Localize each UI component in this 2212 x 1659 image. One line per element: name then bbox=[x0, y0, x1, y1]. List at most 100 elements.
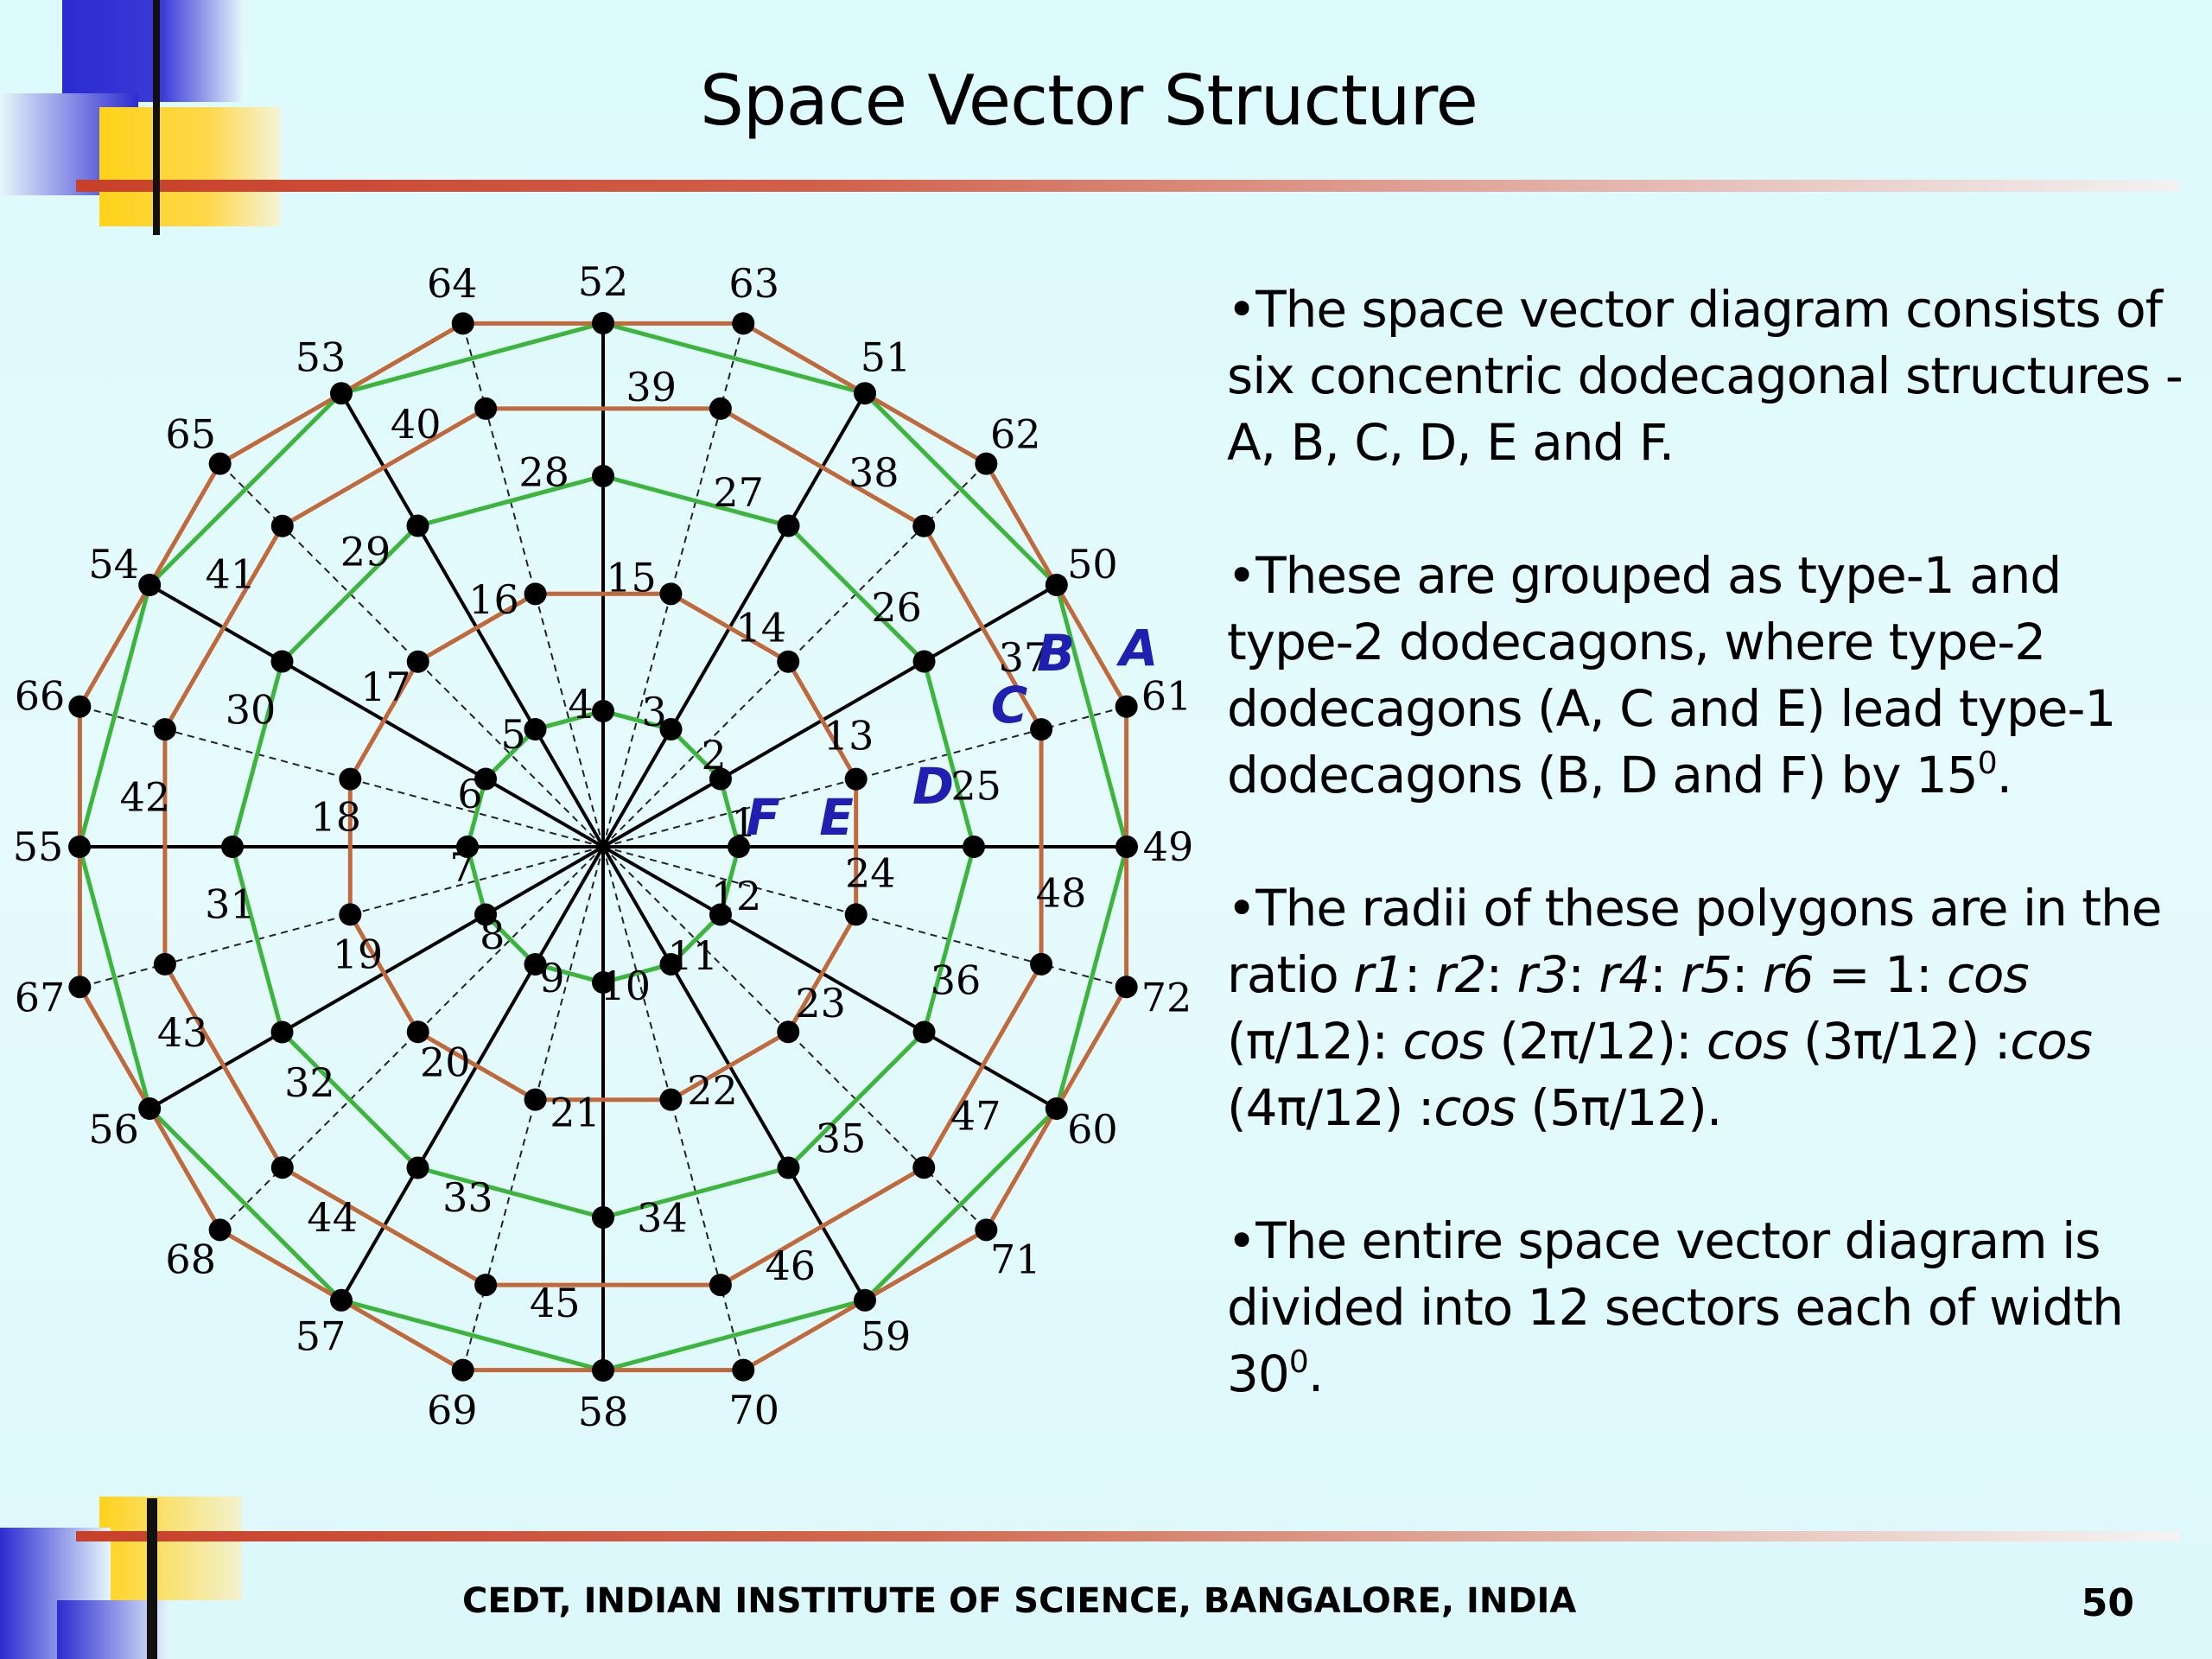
dodecagon-label-c: C bbox=[991, 676, 1028, 734]
vertex-label: 11 bbox=[668, 932, 719, 979]
vertex-dot bbox=[777, 1156, 800, 1179]
vertex-dot bbox=[592, 700, 614, 722]
vertex-dot bbox=[912, 1020, 936, 1044]
p3-s2: : bbox=[1485, 945, 1517, 1004]
vertex-dot bbox=[592, 1206, 614, 1229]
vertex-dot bbox=[709, 903, 732, 926]
vertex-dot bbox=[728, 836, 750, 858]
vertex-label: 60 bbox=[1067, 1106, 1118, 1153]
page-title: Space Vector Structure bbox=[700, 60, 1478, 141]
p3-a2: (2π/12): bbox=[1484, 1012, 1707, 1071]
vertex-label: 29 bbox=[340, 528, 391, 575]
vertex-dot bbox=[406, 650, 429, 673]
vertex-dot bbox=[1045, 1097, 1068, 1120]
vertex-dot bbox=[474, 903, 498, 926]
p3-r4: r4 bbox=[1599, 945, 1650, 1004]
vertex-dot bbox=[474, 397, 498, 420]
vertex-label: 67 bbox=[15, 975, 66, 1021]
vertex-dot bbox=[138, 574, 162, 596]
vertex-dot bbox=[524, 582, 547, 606]
vertex-dot bbox=[777, 650, 800, 673]
vertex-dot bbox=[912, 1156, 936, 1179]
footer-blue-block-2 bbox=[57, 1600, 169, 1659]
vertex-label: 63 bbox=[728, 260, 779, 307]
vertex-label: 1 bbox=[731, 799, 756, 846]
vertex-dot bbox=[270, 1156, 294, 1179]
vertex-label: 59 bbox=[861, 1313, 912, 1359]
vertex-label: 5 bbox=[501, 711, 526, 758]
vertex-dot bbox=[1030, 952, 1053, 976]
vertex-dot bbox=[138, 1097, 162, 1120]
text-panel: •The space vector diagram consists of si… bbox=[1227, 276, 2186, 1474]
vertex-dot bbox=[330, 382, 353, 405]
vertex-label: 7 bbox=[449, 844, 474, 891]
vertex-dot bbox=[270, 514, 294, 537]
vertex-dot bbox=[208, 1218, 232, 1242]
vertex-label: 65 bbox=[165, 411, 216, 458]
vertex-dot bbox=[777, 1020, 800, 1044]
vertex-label: 24 bbox=[845, 850, 896, 897]
vertex-dot bbox=[709, 767, 732, 791]
vertex-dot bbox=[844, 903, 868, 926]
vertex-label: 20 bbox=[420, 1039, 471, 1086]
vertex-label: 51 bbox=[861, 334, 912, 381]
vertex-label: 2 bbox=[702, 732, 727, 779]
header-decoration bbox=[0, 0, 2180, 235]
vertex-dot bbox=[659, 582, 683, 606]
vertex-dot bbox=[1030, 718, 1053, 741]
vertex-label: 17 bbox=[360, 664, 411, 710]
vertex-label: 36 bbox=[931, 957, 982, 1004]
vertex-dot bbox=[270, 650, 294, 673]
vertex-dot bbox=[709, 397, 732, 420]
vertex-label: 46 bbox=[766, 1243, 817, 1289]
vertex-dots bbox=[68, 312, 1138, 1382]
vertex-label: 68 bbox=[165, 1236, 216, 1282]
paragraph-3: •The radii of these polygons are in the … bbox=[1227, 875, 2186, 1141]
vertex-label: 12 bbox=[711, 873, 762, 919]
vertex-dot bbox=[1045, 574, 1068, 596]
p3-cos5: cos bbox=[1433, 1078, 1516, 1137]
p3-r6: r6 bbox=[1762, 945, 1815, 1004]
vertex-label: 61 bbox=[1141, 672, 1192, 719]
paragraph-1: •The space vector diagram consists of si… bbox=[1227, 280, 2183, 472]
vertex-label: 27 bbox=[713, 469, 764, 516]
deco-vertical-bar bbox=[153, 0, 160, 235]
vertex-dot bbox=[524, 718, 547, 741]
vertex-dot bbox=[451, 312, 474, 335]
vertex-label: 55 bbox=[13, 823, 64, 870]
vertex-dot bbox=[659, 1088, 683, 1111]
p3-a1: (π/12): bbox=[1227, 1012, 1403, 1071]
vertex-dot bbox=[854, 1288, 876, 1312]
vertex-dot bbox=[1115, 695, 1138, 718]
page-number: 50 bbox=[2081, 1581, 2134, 1625]
vertex-dot bbox=[975, 1218, 998, 1242]
vertex-label: 18 bbox=[310, 794, 361, 841]
footer-institution: CEDT, INDIAN INSTITUTE OF SCIENCE, BANGA… bbox=[462, 1581, 1577, 1621]
vertex-dot bbox=[709, 1274, 732, 1297]
vertex-label: 71 bbox=[990, 1236, 1041, 1282]
vertex-label: 4 bbox=[569, 681, 594, 728]
footer-blue-block bbox=[0, 1528, 111, 1659]
solid-spoke bbox=[601, 392, 867, 848]
solid-spoke bbox=[149, 583, 604, 849]
vertex-label: 49 bbox=[1143, 823, 1194, 870]
vertex-label: 52 bbox=[578, 258, 629, 305]
vertex-label: 53 bbox=[296, 334, 346, 381]
vertex-label: 3 bbox=[641, 689, 666, 735]
dodecagon-label-b: B bbox=[1037, 624, 1075, 683]
vertex-label: 48 bbox=[1036, 870, 1087, 917]
vertex-dot bbox=[1116, 836, 1138, 858]
paragraph-2: •These are grouped as type-1 and type-2 … bbox=[1227, 543, 2186, 809]
vertex-dot bbox=[963, 836, 985, 858]
vertex-dot bbox=[844, 767, 868, 791]
vertex-dot bbox=[406, 1020, 429, 1044]
p3-s3: : bbox=[1567, 945, 1599, 1004]
vertex-label: 72 bbox=[1141, 975, 1192, 1021]
vertex-label: 21 bbox=[550, 1089, 601, 1135]
vertex-dot bbox=[524, 952, 547, 976]
vertex-dot bbox=[330, 1288, 353, 1312]
vertex-dot bbox=[659, 952, 683, 976]
p3-cos2: cos bbox=[1402, 1012, 1486, 1071]
